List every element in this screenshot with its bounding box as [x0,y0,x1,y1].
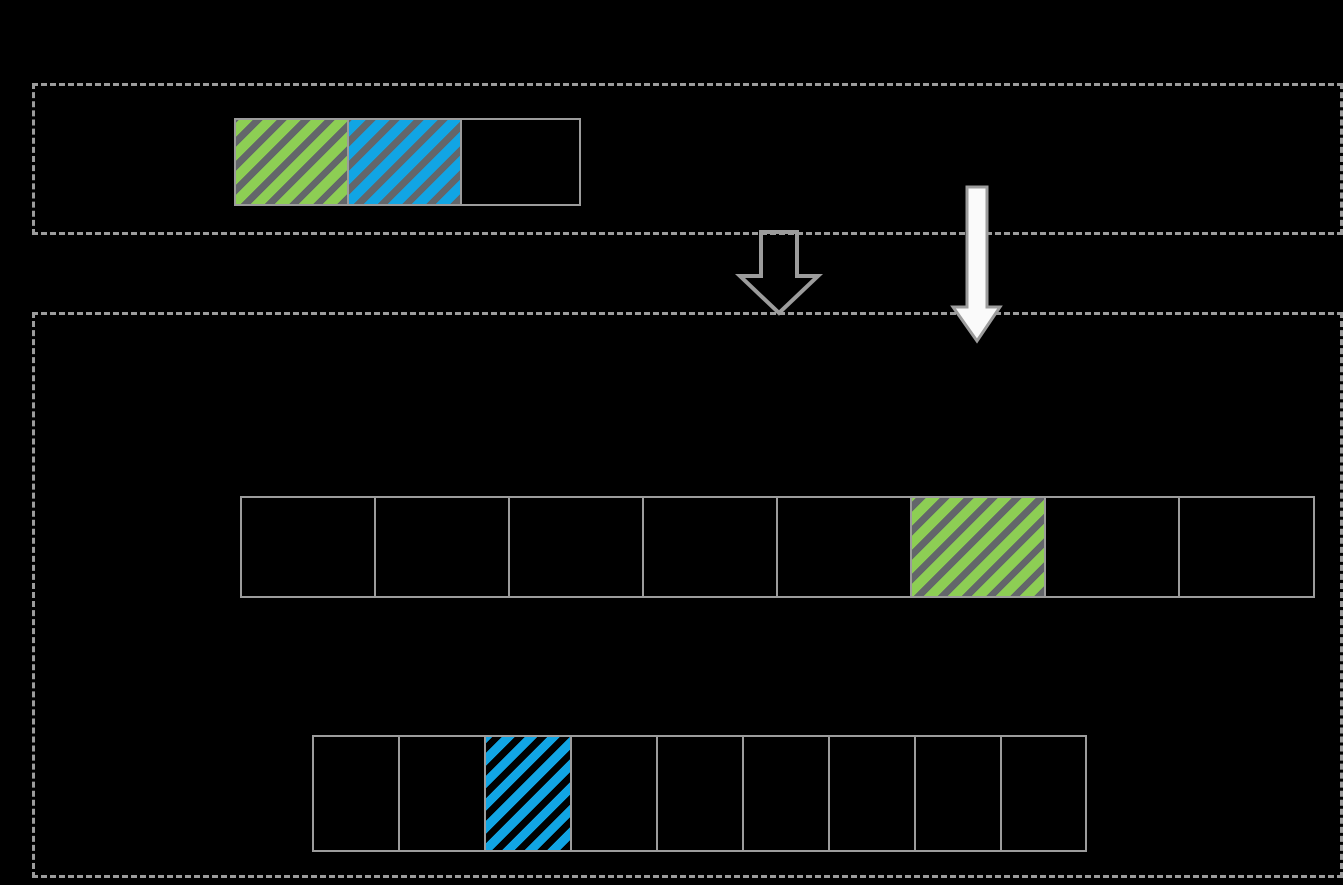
lower-region [32,312,1343,878]
source-cell-2[interactable] [462,120,579,204]
bottom-cell-0[interactable] [314,737,400,850]
upper-region [32,83,1343,235]
bottom-cell-1[interactable] [400,737,486,850]
bottom-cell-3[interactable] [572,737,658,850]
bottom-cell-4[interactable] [658,737,744,850]
bottom-cell-7[interactable] [916,737,1002,850]
middle-cell-0[interactable] [242,498,376,596]
middle-cell-3[interactable] [644,498,778,596]
solid-down-arrow [949,185,1003,345]
source-cell-1[interactable] [349,120,462,204]
middle-cell-1[interactable] [376,498,510,596]
middle-cell-2[interactable] [510,498,644,596]
middle-cell-6[interactable] [1046,498,1180,596]
bottom-cell-6[interactable] [830,737,916,850]
middle-cell-7[interactable] [1180,498,1313,596]
source-cell-0[interactable] [236,120,349,204]
bottom-cell-5[interactable] [744,737,830,850]
hollow-down-arrow [734,230,824,316]
bottom-cell-8[interactable] [1002,737,1085,850]
middle-cell-4[interactable] [778,498,912,596]
middle-cell-5[interactable] [912,498,1046,596]
bottom-row [312,735,1087,852]
source-row [234,118,581,206]
bottom-cell-2[interactable] [486,737,572,850]
middle-row [240,496,1315,598]
